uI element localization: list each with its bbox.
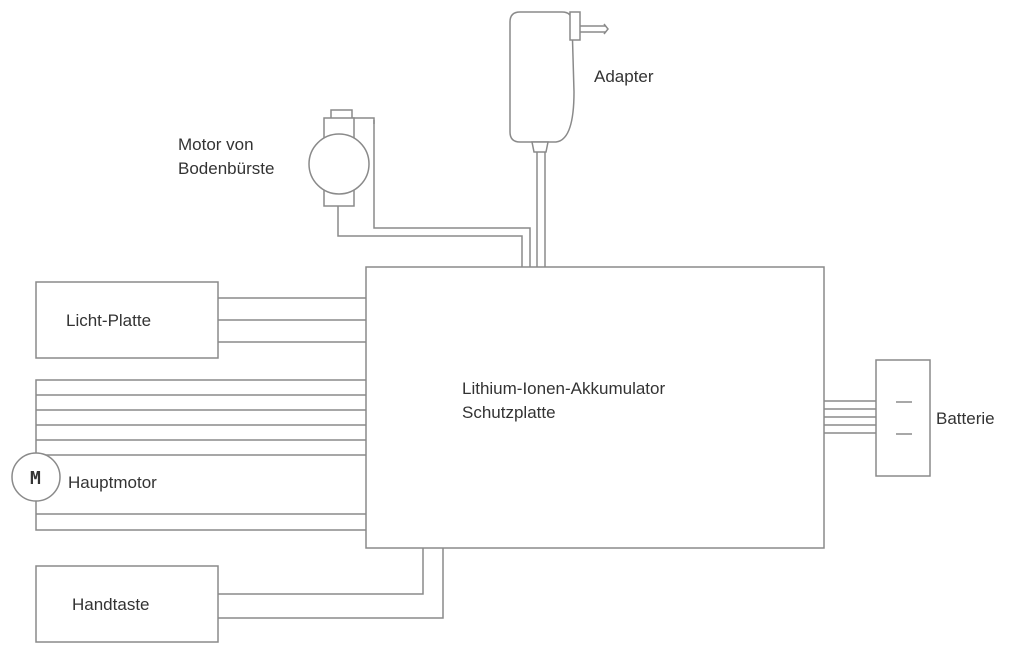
main-motor: M Hauptmotor (11, 452, 157, 502)
brush-motor-label-line1: Motor von (178, 135, 254, 154)
hand-button-label: Handtaste (72, 595, 150, 614)
adapter-wires (536, 150, 546, 268)
main-motor-wires (35, 379, 366, 531)
brush-motor-label-line2: Bodenbürste (178, 159, 274, 178)
adapter: Adapter (509, 11, 654, 153)
battery-label: Batterie (936, 409, 995, 428)
light-board: Licht-Platte (35, 281, 219, 359)
protection-board: Lithium-Ionen-Akkumulator Schutzplatte (365, 266, 825, 549)
motor-symbol-icon: M (30, 468, 41, 489)
light-board-label: Licht-Platte (66, 311, 151, 330)
battery: Batterie (875, 359, 995, 477)
adapter-label: Adapter (594, 67, 654, 86)
hand-button-wires (218, 546, 444, 619)
protection-board-label-line1: Lithium-Ionen-Akkumulator (462, 379, 665, 398)
hand-button: Handtaste (35, 565, 219, 643)
light-board-wires (218, 297, 366, 343)
brush-motor-wires (337, 117, 531, 268)
main-motor-label: Hauptmotor (68, 473, 157, 492)
brush-motor: Motor von Bodenbürste (178, 109, 370, 207)
battery-wires (824, 400, 876, 434)
protection-board-label-line2: Schutzplatte (462, 403, 556, 422)
